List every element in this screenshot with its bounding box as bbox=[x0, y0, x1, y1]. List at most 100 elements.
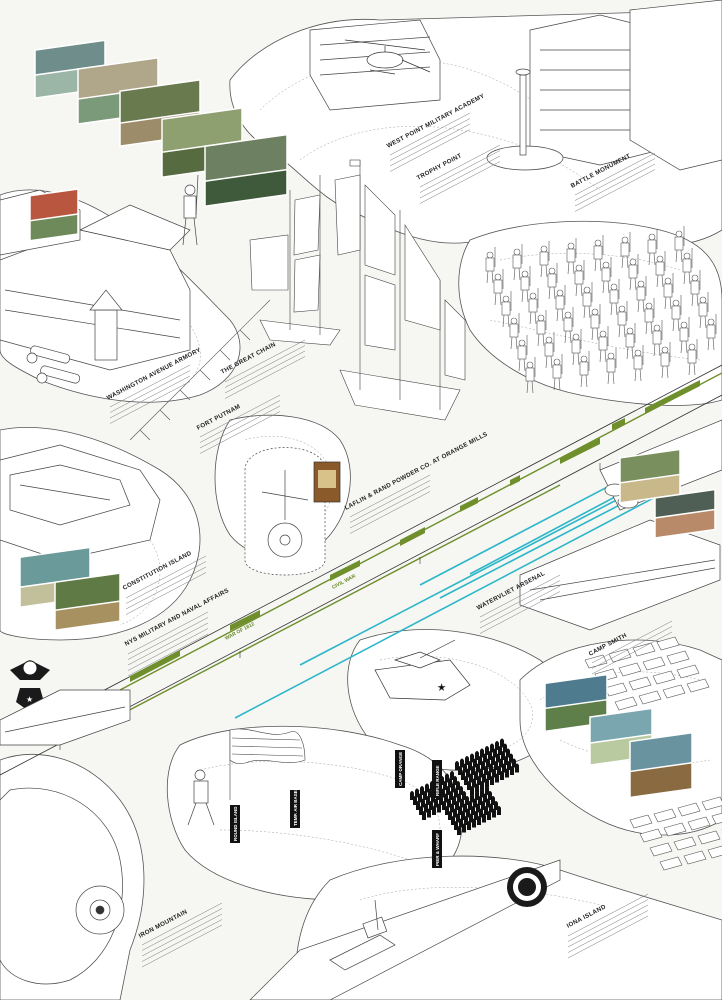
text-line bbox=[125, 572, 207, 615]
munition-shell bbox=[483, 753, 487, 763]
munition-shell bbox=[463, 763, 467, 773]
svg-text:★: ★ bbox=[438, 683, 445, 692]
text-line bbox=[141, 919, 223, 962]
marching-soldier bbox=[539, 241, 550, 278]
text-line bbox=[419, 150, 501, 193]
munition-shell bbox=[447, 798, 451, 808]
munition-shell bbox=[453, 808, 457, 818]
munition-shell bbox=[494, 801, 498, 810]
munition-shell bbox=[445, 773, 449, 783]
tent bbox=[656, 636, 680, 651]
tent bbox=[663, 822, 687, 837]
munition-shell bbox=[452, 796, 456, 805]
marching-soldier bbox=[655, 251, 666, 288]
marching-soldier bbox=[690, 270, 701, 307]
marching-soldier bbox=[644, 298, 655, 335]
tent bbox=[676, 664, 700, 679]
text-line bbox=[567, 899, 649, 942]
munition-shell bbox=[462, 823, 466, 833]
black-tag: PIER & WHARF bbox=[432, 830, 442, 868]
postcard-10 bbox=[654, 488, 716, 539]
cannon-group bbox=[26, 345, 81, 384]
munition-shell bbox=[501, 751, 505, 760]
text-line bbox=[199, 405, 281, 449]
munition-shell bbox=[473, 758, 477, 768]
text-line bbox=[141, 913, 223, 957]
munition-shell bbox=[460, 758, 464, 768]
soldier-raising-flag bbox=[187, 769, 215, 826]
marching-soldier bbox=[579, 351, 590, 388]
text-line bbox=[591, 631, 673, 675]
military-emblem-icon: ★ bbox=[10, 660, 50, 712]
postcard-13 bbox=[629, 731, 693, 799]
tent bbox=[649, 842, 673, 857]
munition-shell bbox=[423, 791, 427, 800]
munition-shell bbox=[448, 811, 452, 820]
munition-shell bbox=[484, 806, 488, 815]
munition-shell bbox=[482, 773, 486, 783]
text-line bbox=[349, 485, 431, 529]
text-line bbox=[109, 381, 191, 424]
munition-shell bbox=[410, 791, 414, 800]
black-tag: CAMP ORANGE bbox=[395, 750, 405, 788]
munition-shell bbox=[472, 778, 476, 788]
munition-shell bbox=[418, 793, 422, 803]
munition-shell bbox=[489, 763, 493, 773]
munition-shell bbox=[415, 788, 419, 798]
text-line bbox=[479, 585, 561, 629]
marching-soldier bbox=[663, 273, 674, 310]
munition-shell bbox=[485, 746, 489, 755]
munition-shell bbox=[472, 818, 476, 828]
munition-shell bbox=[464, 776, 468, 785]
text-line bbox=[125, 555, 207, 599]
marching-soldier bbox=[525, 357, 536, 394]
munition-shell bbox=[473, 798, 477, 808]
munition-shell bbox=[478, 756, 482, 765]
munition-shell bbox=[451, 783, 455, 793]
munition-shell bbox=[510, 766, 514, 775]
munition-shell bbox=[498, 746, 502, 755]
marching-soldier bbox=[517, 335, 528, 372]
west-point-buildings bbox=[309, 0, 722, 171]
marching-soldier bbox=[671, 295, 682, 332]
munition-shell bbox=[474, 771, 478, 780]
munition-shell bbox=[450, 803, 454, 813]
iron-mountain-mine bbox=[0, 787, 125, 985]
munition-shell bbox=[490, 776, 494, 785]
munition-shell bbox=[504, 756, 508, 765]
text-line bbox=[419, 144, 501, 188]
munition-shell bbox=[459, 786, 463, 795]
munition-shell bbox=[492, 768, 496, 778]
munition-shell bbox=[475, 751, 479, 760]
munition-shell bbox=[505, 768, 509, 778]
marching-soldier bbox=[566, 238, 577, 275]
munition-shell bbox=[502, 763, 506, 773]
tent bbox=[683, 850, 707, 865]
munition-shell bbox=[422, 811, 426, 820]
munition-shell bbox=[468, 761, 472, 770]
munition-shell bbox=[490, 743, 494, 753]
munition-shell bbox=[477, 816, 481, 825]
tent bbox=[666, 650, 690, 665]
munition-shell bbox=[483, 793, 487, 803]
munition-shell bbox=[485, 778, 489, 788]
marching-soldier bbox=[687, 339, 698, 376]
text-line bbox=[199, 411, 281, 454]
munition-shell bbox=[487, 811, 491, 820]
text-line bbox=[567, 915, 649, 959]
tent bbox=[618, 662, 642, 677]
tent bbox=[638, 690, 662, 705]
tent bbox=[697, 830, 721, 845]
munition-shell bbox=[494, 761, 498, 770]
munition-shell bbox=[475, 783, 479, 793]
munition-shell bbox=[497, 806, 501, 815]
munition-shell bbox=[428, 788, 432, 798]
munition-shell bbox=[479, 808, 483, 818]
text-line bbox=[567, 910, 649, 953]
munition-shell bbox=[461, 771, 465, 780]
munition-shell bbox=[491, 756, 495, 765]
munition-shell bbox=[443, 781, 447, 790]
munition-shell bbox=[449, 791, 453, 800]
